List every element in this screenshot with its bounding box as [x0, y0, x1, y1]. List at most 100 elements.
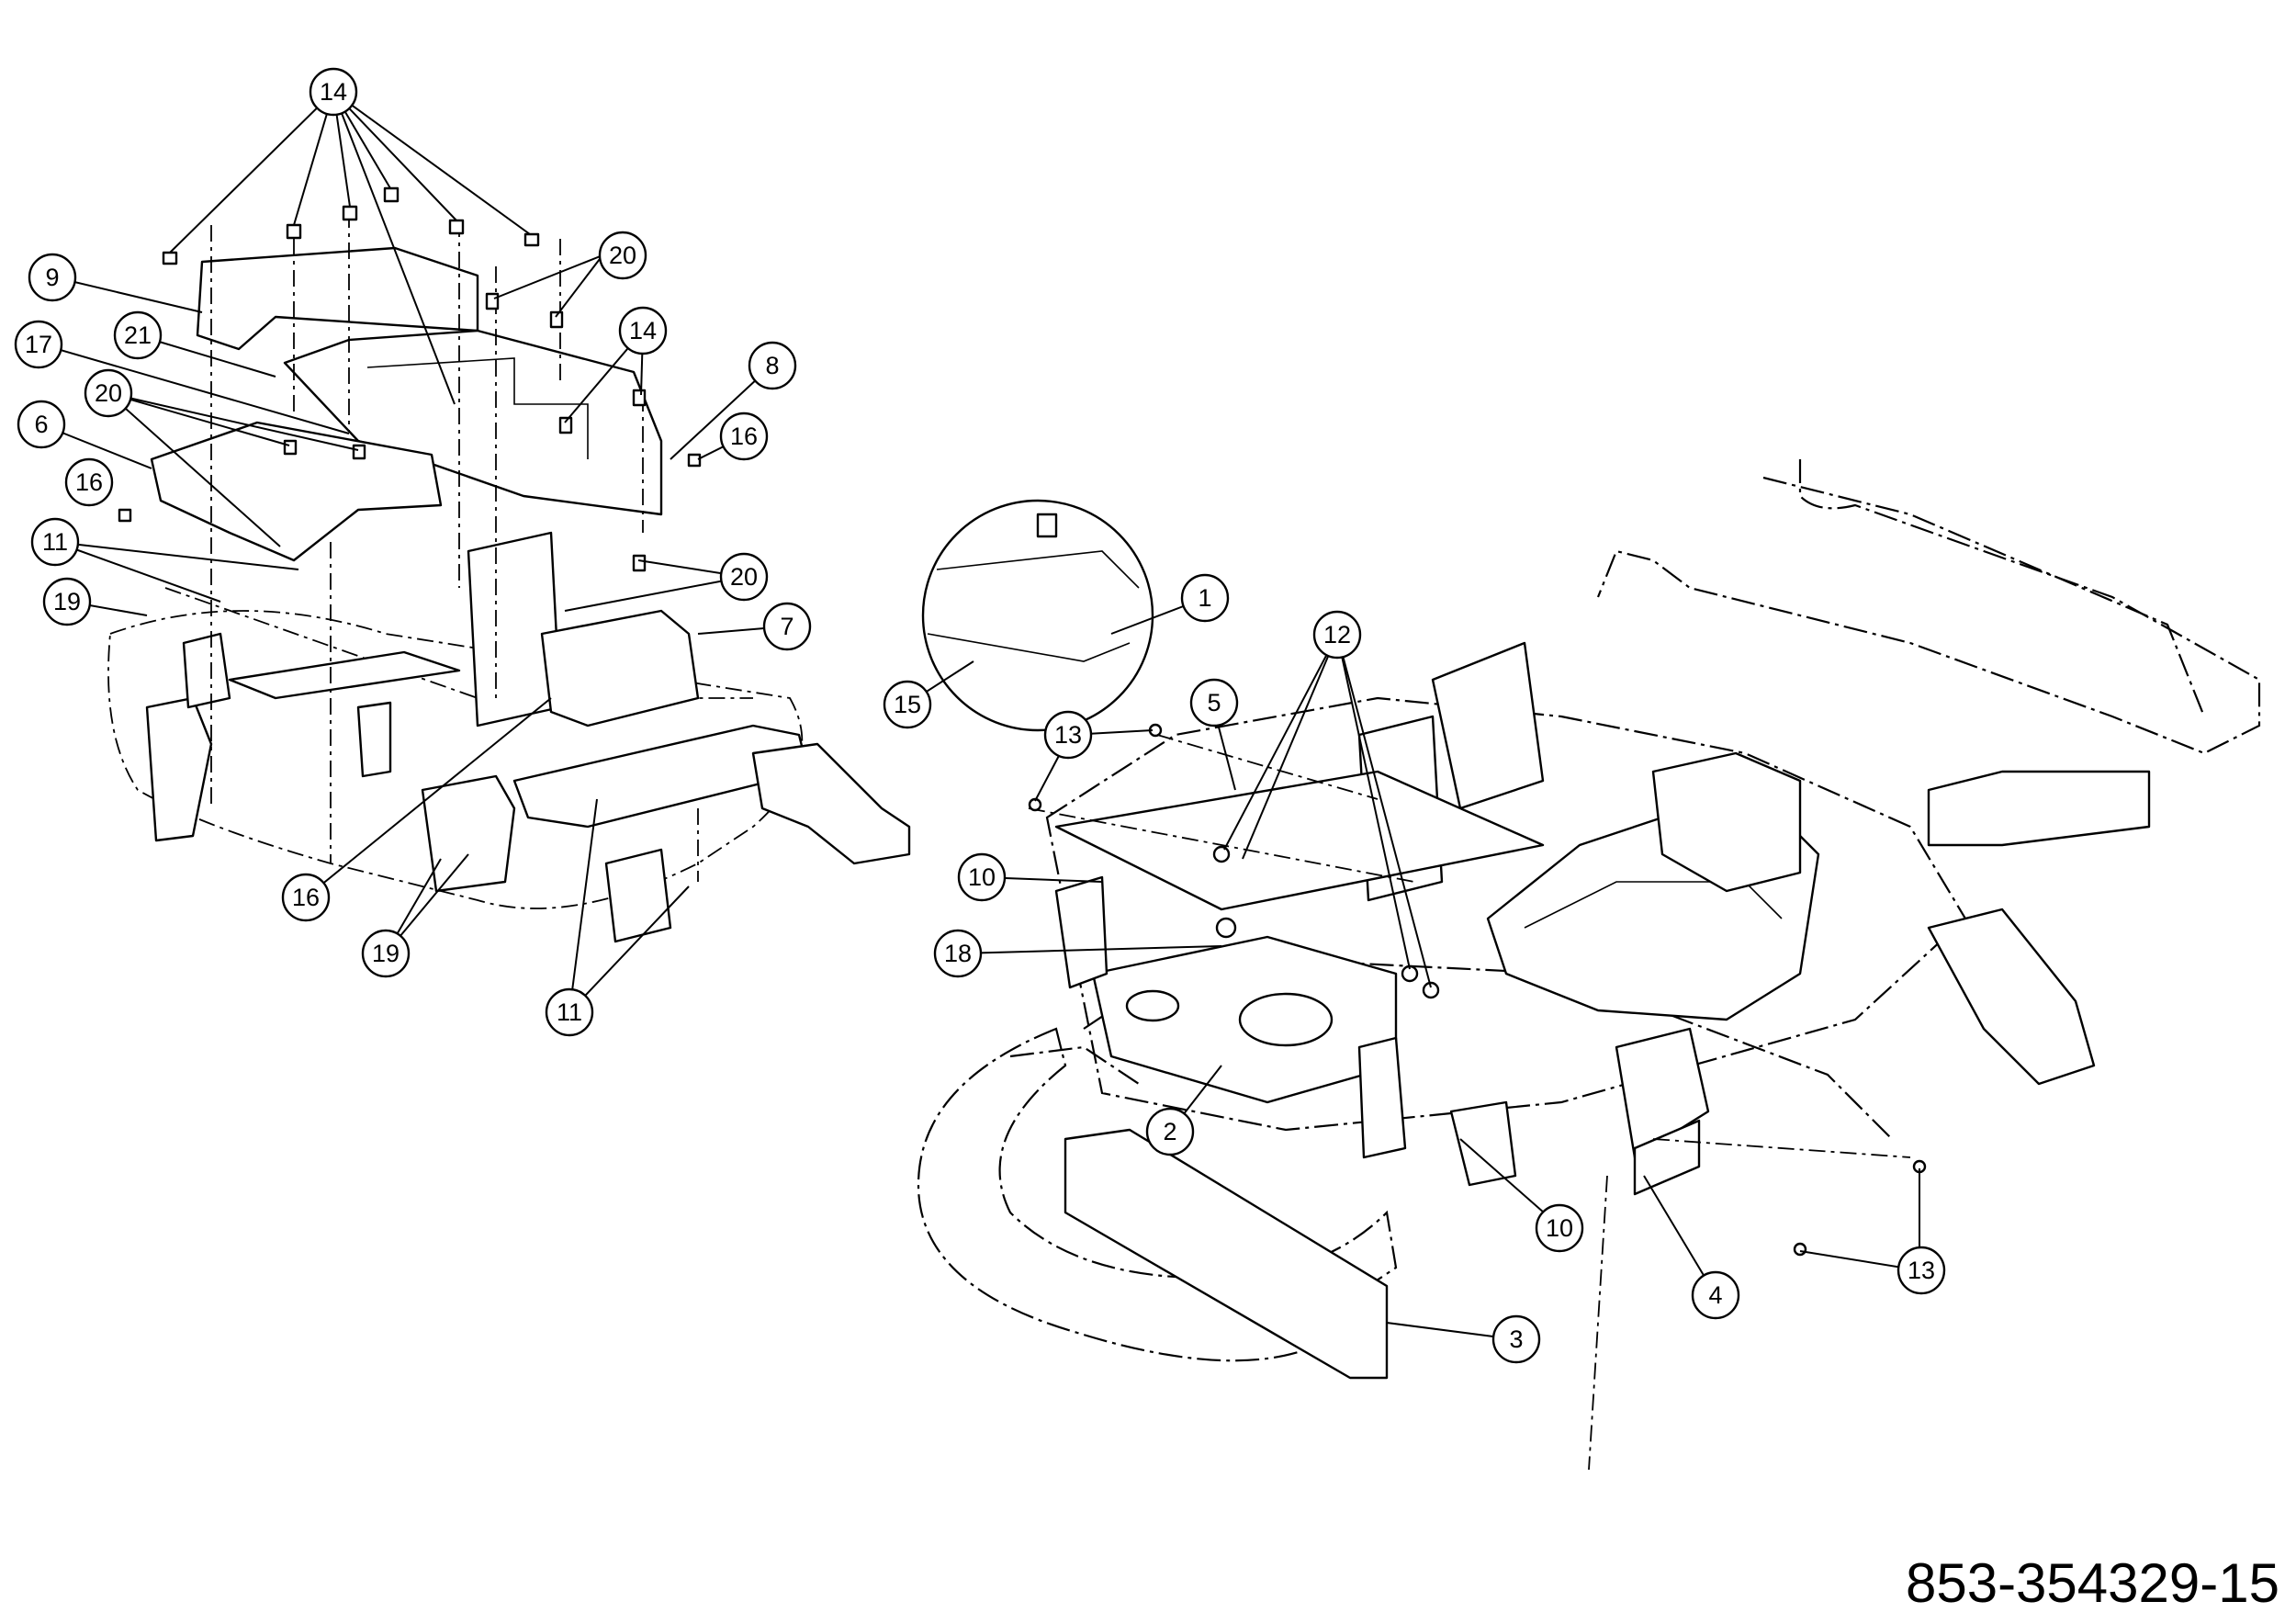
plate-small: [356, 701, 392, 778]
callout-20-lower: 20: [719, 552, 769, 602]
svg-text:11: 11: [42, 528, 68, 556]
callout-16-right: 16: [719, 412, 769, 461]
svg-text:12: 12: [1323, 621, 1351, 648]
leader-lines: [40, 91, 1920, 1340]
svg-text:13: 13: [1908, 1257, 1935, 1284]
svg-text:3: 3: [1509, 1325, 1523, 1353]
plate-hole-small: [1125, 989, 1180, 1022]
deck-outline-left: [107, 610, 804, 909]
svg-text:19: 19: [53, 588, 81, 615]
lever-bracket: [1449, 1100, 1517, 1187]
side-panel-10-left: [1054, 875, 1109, 989]
svg-text:15: 15: [894, 691, 921, 718]
callout-11-upper: 11: [30, 517, 80, 567]
svg-text:16: 16: [75, 468, 103, 496]
shield-9: [196, 246, 479, 351]
svg-text:20: 20: [609, 242, 636, 269]
callout-12: 12: [1312, 610, 1362, 660]
left-subassembly: [107, 186, 911, 943]
frame-rail-left: [228, 650, 461, 700]
callout-7: 7: [762, 602, 812, 651]
right-subassembly: [917, 459, 2261, 1471]
svg-text:16: 16: [292, 884, 320, 911]
rear-frame-tube-inner: [1762, 476, 2206, 717]
svg-text:14: 14: [320, 78, 347, 106]
rail-long-right: [1054, 770, 1545, 911]
svg-text:19: 19: [372, 940, 400, 967]
svg-text:10: 10: [968, 863, 996, 891]
callout-4: 4: [1691, 1270, 1740, 1320]
callout-15: 15: [883, 680, 932, 729]
callout-10-lower: 10: [1535, 1203, 1584, 1253]
svg-text:11: 11: [557, 998, 582, 1026]
callout-9: 9: [28, 253, 77, 302]
svg-text:1: 1: [1198, 584, 1211, 612]
callout-20-upper: 20: [598, 231, 647, 280]
console-7: [467, 531, 562, 727]
callout-21: 21: [113, 310, 163, 360]
engine-head: [1651, 751, 1802, 893]
callout-16-lower: 16: [281, 873, 331, 922]
lower-plate-left: [604, 848, 672, 943]
svg-text:6: 6: [34, 411, 48, 438]
console-7-box: [540, 609, 700, 727]
control-tower: [1431, 641, 1545, 810]
svg-text:9: 9: [45, 264, 59, 291]
fastener-set-right: [1028, 723, 1927, 1257]
front-plate-3: [1064, 1128, 1389, 1380]
svg-text:4: 4: [1708, 1281, 1722, 1309]
callout-17: 17: [14, 320, 63, 369]
callout-19-upper: 19: [42, 577, 92, 626]
svg-text:5: 5: [1207, 689, 1221, 716]
rear-frame-tube: [1596, 459, 2261, 755]
svg-text:16: 16: [730, 423, 758, 450]
callout-18: 18: [933, 929, 983, 978]
callouts: 14 20 9 21 17 14 8 20 6 16 16 11 20 19 7…: [14, 67, 1946, 1364]
callout-14-second: 14: [618, 306, 668, 355]
panel-8-detail: [366, 357, 589, 459]
svg-text:10: 10: [1546, 1214, 1573, 1242]
callout-13-upper: 13: [1043, 710, 1093, 760]
axis-line-12: [1652, 1138, 1911, 1158]
bumper-upper: [1009, 1045, 1140, 1085]
callout-14-top: 14: [309, 67, 358, 117]
svg-text:7: 7: [780, 613, 793, 640]
axis-line-13: [1156, 734, 1379, 800]
svg-text:18: 18: [944, 940, 972, 967]
callout-6: 6: [17, 400, 66, 449]
hinge-bracket: [182, 632, 231, 709]
callout-5: 5: [1189, 678, 1239, 727]
svg-text:2: 2: [1163, 1118, 1176, 1145]
rear-bracket-left: [145, 696, 213, 842]
callout-8: 8: [748, 341, 797, 390]
shield-6: [150, 421, 443, 562]
callout-2: 2: [1145, 1107, 1195, 1156]
svg-text:13: 13: [1054, 721, 1082, 749]
bolt-row: [118, 186, 702, 572]
rear-rail: [1927, 770, 2151, 847]
shroud-ribs: [1524, 881, 1783, 929]
callout-16-left: 16: [64, 457, 114, 507]
chassis-outline: [1045, 696, 1967, 1132]
rear-arm-right: [1927, 908, 2096, 1086]
axis-line-11: [1028, 807, 1415, 883]
callout-1: 1: [1180, 573, 1230, 623]
callout-19-lower: 19: [361, 929, 411, 978]
svg-text:21: 21: [124, 321, 152, 349]
side-panel-10-right: [1357, 1036, 1407, 1159]
callout-3: 3: [1491, 1314, 1541, 1364]
svg-text:20: 20: [95, 379, 122, 407]
plate-hole: [1238, 992, 1334, 1047]
front-arm: [751, 742, 911, 865]
part-number: 853-354329-15: [1905, 1552, 2279, 1614]
svg-text:20: 20: [730, 563, 758, 591]
svg-text:8: 8: [765, 352, 779, 379]
callout-11-lower: 11: [545, 987, 594, 1037]
step-bracket: [1633, 1119, 1701, 1196]
callout-10-upper: 10: [957, 852, 1007, 902]
axis-line-10: [1588, 1175, 1608, 1471]
svg-text:14: 14: [629, 317, 657, 344]
callout-20-middle: 20: [84, 368, 133, 418]
side-bracket-left: [421, 774, 516, 893]
